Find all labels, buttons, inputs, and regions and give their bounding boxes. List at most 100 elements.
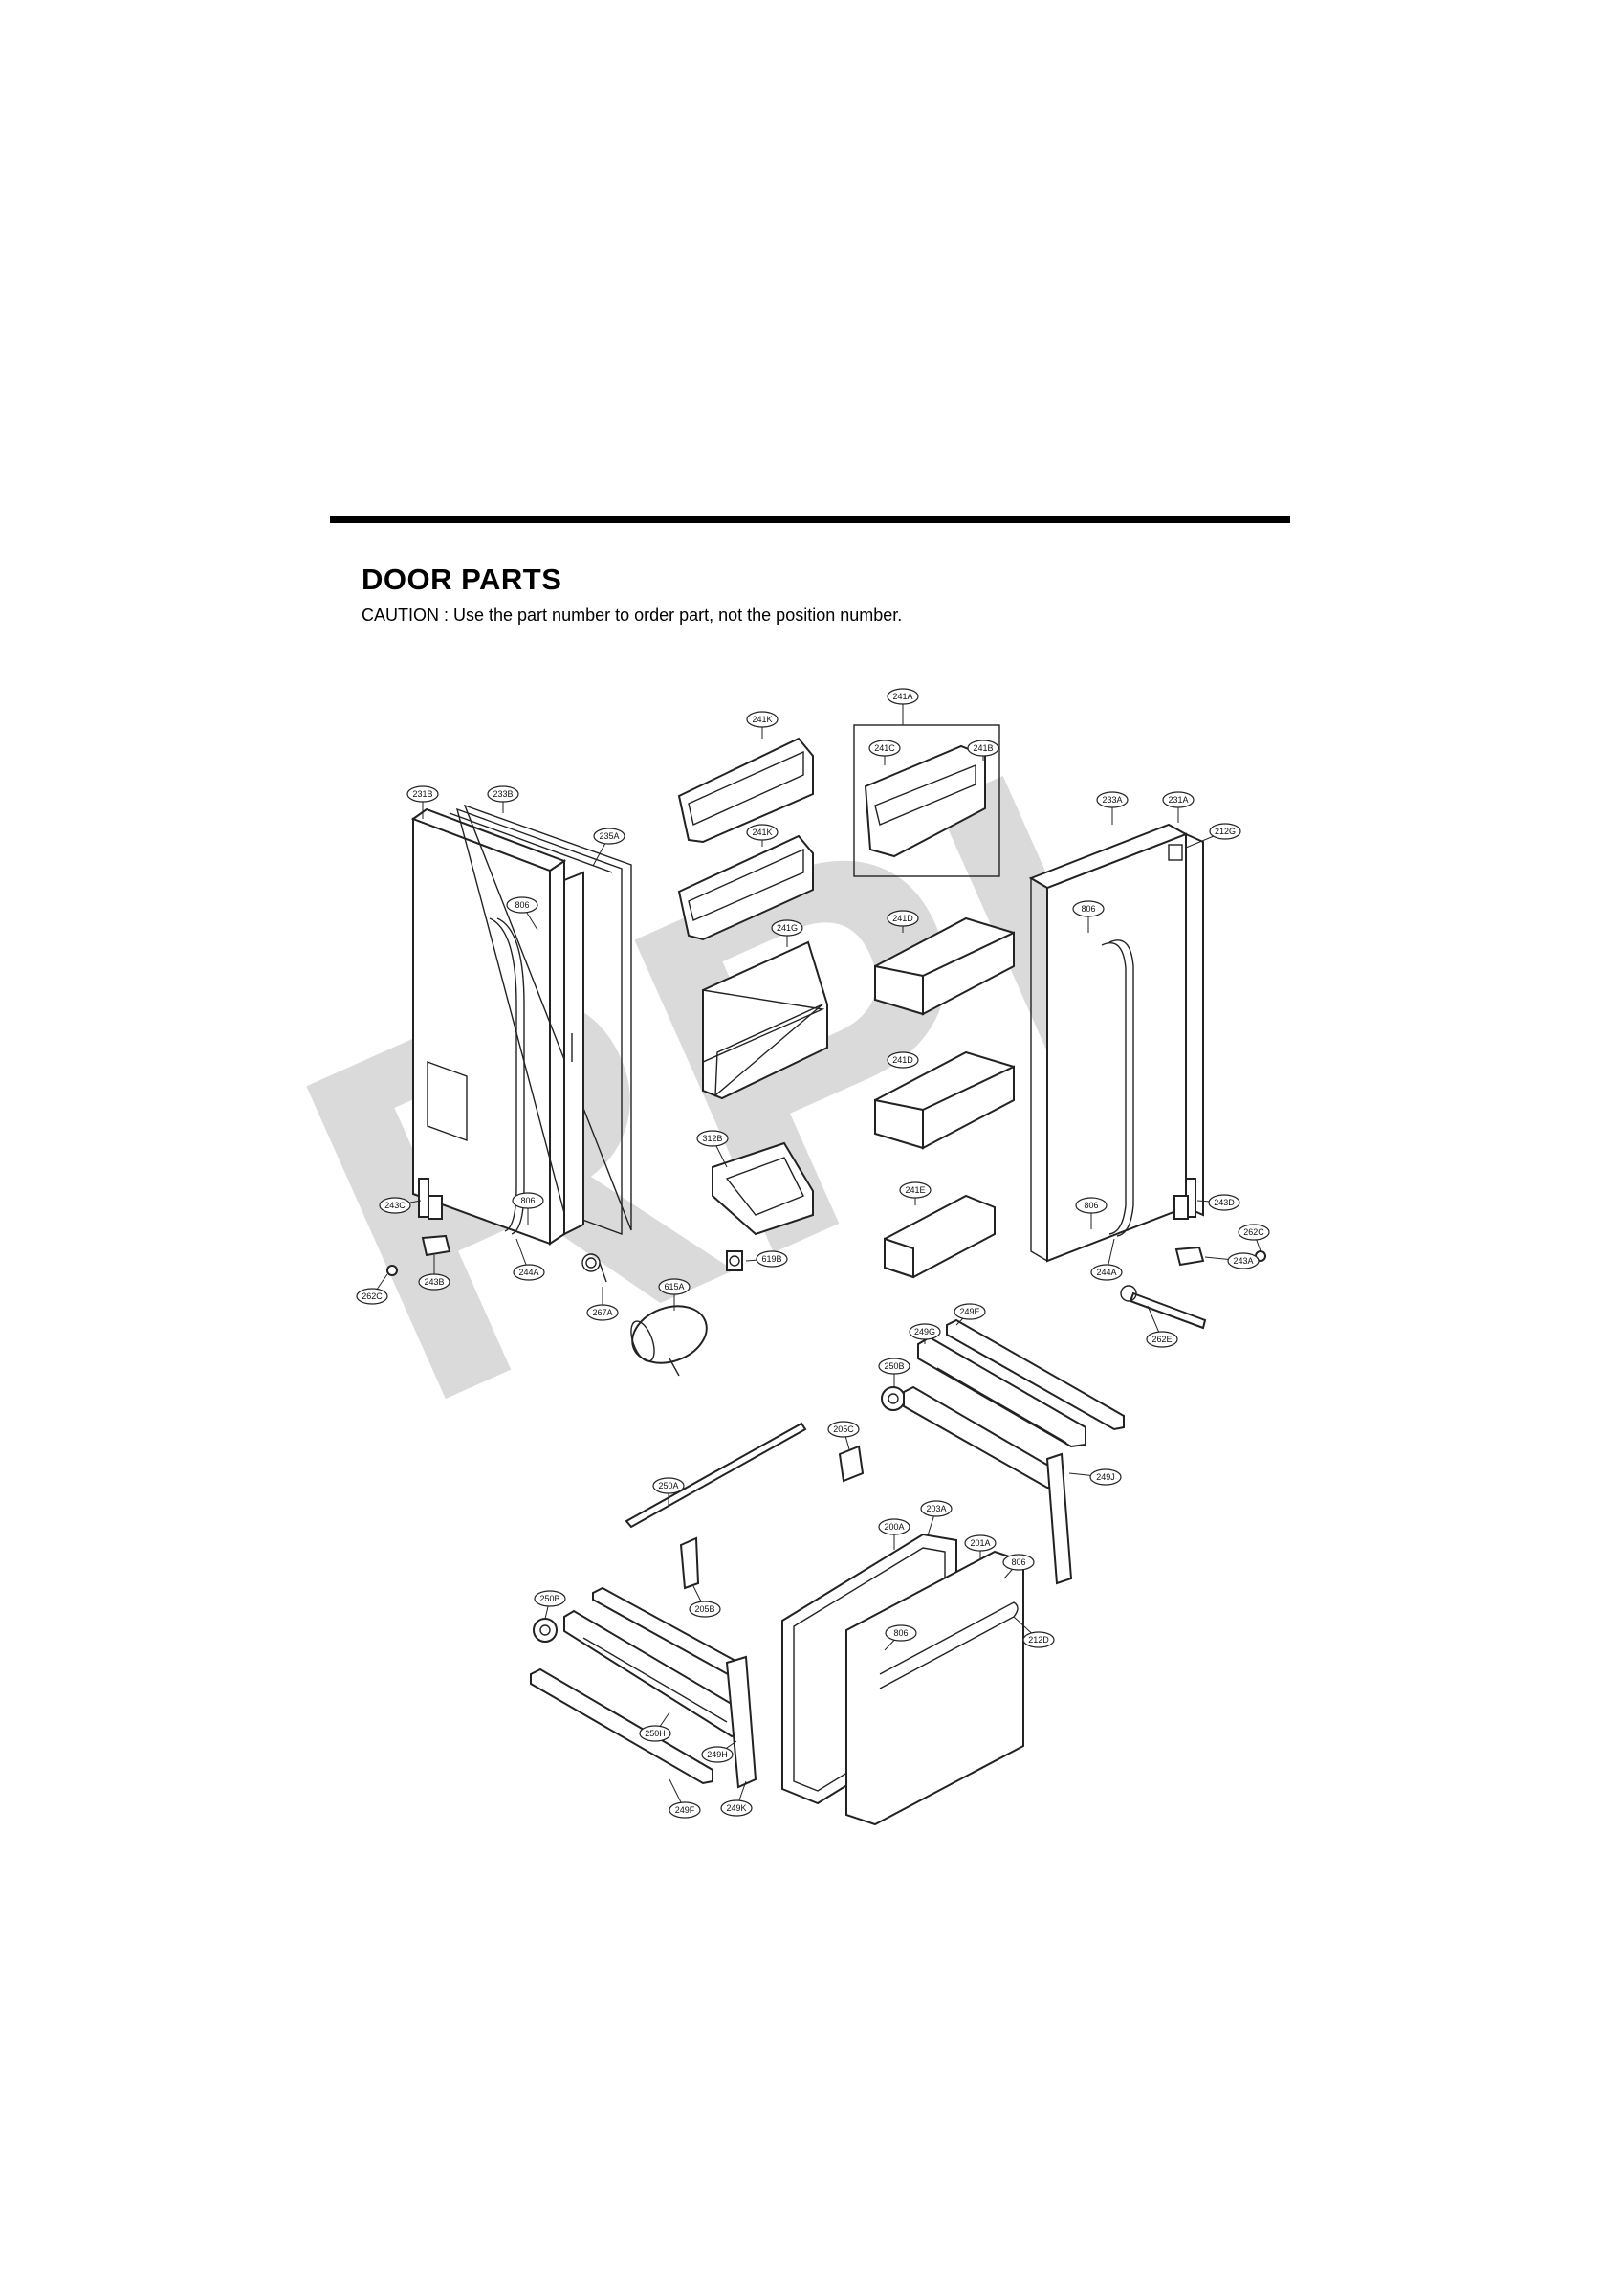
callout-243c: 243C: [379, 1197, 411, 1214]
callout-241d_2: 241D: [887, 1051, 919, 1069]
callout-label: 243A: [1233, 1256, 1253, 1266]
callout-241a: 241A: [887, 688, 919, 705]
left-hinge-243B: [421, 1234, 451, 1257]
page-title: DOOR PARTS: [362, 563, 562, 596]
ice-chute-312B: [712, 1141, 814, 1236]
right-hinge-bracket-243D: [1173, 1178, 1196, 1220]
callout-label: 241D: [892, 914, 913, 923]
callout-249h: 249H: [701, 1746, 734, 1763]
left-hinge-bracket-243C: [418, 1178, 443, 1220]
callout-label: 241K: [752, 715, 772, 724]
gear-250B-lower: [533, 1618, 558, 1643]
callout-262c_1: 262C: [1238, 1224, 1270, 1241]
callout-label: 249K: [726, 1803, 746, 1813]
right-hinge-243A: [1174, 1246, 1205, 1267]
callout-231b: 231B: [406, 785, 439, 803]
door-bin-241G: [702, 940, 828, 1100]
callout-label: 233B: [493, 789, 513, 799]
left-door-hinge-bar: [563, 871, 584, 1236]
callout-312b: 312B: [696, 1130, 729, 1147]
callout-262e: 262E: [1146, 1331, 1178, 1348]
door-bin-241K-mid: [677, 834, 814, 941]
callout-243b: 243B: [418, 1273, 450, 1291]
callout-label: 243D: [1214, 1198, 1235, 1207]
door-bin-241D-upper: [874, 916, 1015, 1016]
callout-label: 243B: [424, 1277, 444, 1287]
callout-201a: 201A: [964, 1534, 997, 1552]
callout-250b_1: 250B: [878, 1358, 910, 1375]
callout-806_2: 806: [1072, 900, 1105, 917]
callout-806_5: 806: [1002, 1554, 1035, 1571]
callout-806_4: 806: [1075, 1197, 1108, 1214]
callout-249f: 249F: [669, 1801, 701, 1819]
callout-249k: 249K: [720, 1799, 753, 1817]
callout-label: 249E: [959, 1307, 979, 1316]
callout-label: 200A: [884, 1522, 904, 1532]
callout-label: 205B: [694, 1604, 714, 1614]
callout-267a: 267A: [586, 1304, 619, 1321]
callout-615a: 615A: [658, 1278, 691, 1295]
callout-205b: 205B: [689, 1601, 721, 1618]
callout-200a: 200A: [878, 1518, 910, 1535]
callout-806_1: 806: [506, 896, 538, 914]
callout-241g: 241G: [771, 919, 803, 937]
callout-250h: 250H: [639, 1725, 671, 1742]
left-door-gasket: [449, 804, 632, 1236]
callout-249e: 249E: [954, 1303, 986, 1320]
motor-615A: [630, 1305, 708, 1377]
callout-label: 241A: [892, 692, 912, 701]
callout-label: 241K: [752, 828, 772, 837]
callout-212d: 212D: [1022, 1631, 1055, 1648]
callout-label: 212G: [1215, 827, 1236, 836]
spring-267A: [581, 1253, 607, 1283]
callout-249g: 249G: [909, 1323, 941, 1340]
screw-262C-left: [386, 1265, 398, 1276]
callout-label: 250B: [884, 1361, 904, 1371]
callout-label: 806: [893, 1628, 908, 1638]
rail-249H-assembly: [530, 1586, 757, 1789]
callout-249j: 249J: [1089, 1468, 1122, 1486]
callout-label: 235A: [599, 831, 619, 841]
callout-label: 312B: [702, 1134, 722, 1143]
callout-233a: 233A: [1096, 791, 1129, 808]
callout-250a: 250A: [652, 1477, 685, 1494]
gear-250B-upper: [881, 1386, 906, 1411]
callout-label: 244A: [518, 1268, 538, 1277]
callout-label: 241C: [874, 743, 895, 753]
callout-label: 249F: [675, 1805, 695, 1815]
callout-label: 231B: [412, 789, 432, 799]
callout-label: 201A: [970, 1538, 990, 1548]
clip-205B: [679, 1536, 700, 1590]
callout-label: 262E: [1151, 1335, 1172, 1344]
bar-250A: [625, 1422, 807, 1529]
callout-619b: 619B: [756, 1250, 788, 1268]
callout-label: 267A: [592, 1308, 612, 1317]
callout-label: 806: [1084, 1201, 1098, 1210]
callout-233b: 233B: [487, 785, 519, 803]
callout-243a: 243A: [1227, 1252, 1260, 1269]
callout-label: 212D: [1028, 1635, 1049, 1645]
door-bin-241A-box: [853, 724, 1000, 877]
callout-label: 262C: [1243, 1227, 1264, 1237]
callout-label: 250B: [539, 1594, 559, 1603]
callout-262c_2: 262C: [356, 1288, 388, 1305]
door-bin-241E: [884, 1194, 996, 1279]
callout-241d_1: 241D: [887, 910, 919, 927]
door-bin-241D-lower: [874, 1050, 1015, 1150]
drawer-front-200A: [845, 1550, 1024, 1826]
callout-241c: 241C: [868, 740, 901, 757]
callout-label: 249H: [707, 1750, 728, 1759]
valve-619B: [726, 1250, 743, 1271]
callout-243d: 243D: [1208, 1194, 1240, 1211]
callout-label: 250H: [645, 1729, 666, 1738]
callout-label: 203A: [926, 1504, 946, 1513]
callout-label: 241B: [973, 743, 993, 753]
callout-212g: 212G: [1209, 823, 1241, 840]
callout-235a: 235A: [593, 828, 625, 845]
callout-label: 806: [520, 1196, 535, 1205]
callout-label: 262C: [362, 1292, 383, 1301]
callout-241k_1: 241K: [746, 711, 779, 728]
callout-231a: 231A: [1162, 791, 1195, 808]
callout-label: 806: [1011, 1557, 1025, 1567]
